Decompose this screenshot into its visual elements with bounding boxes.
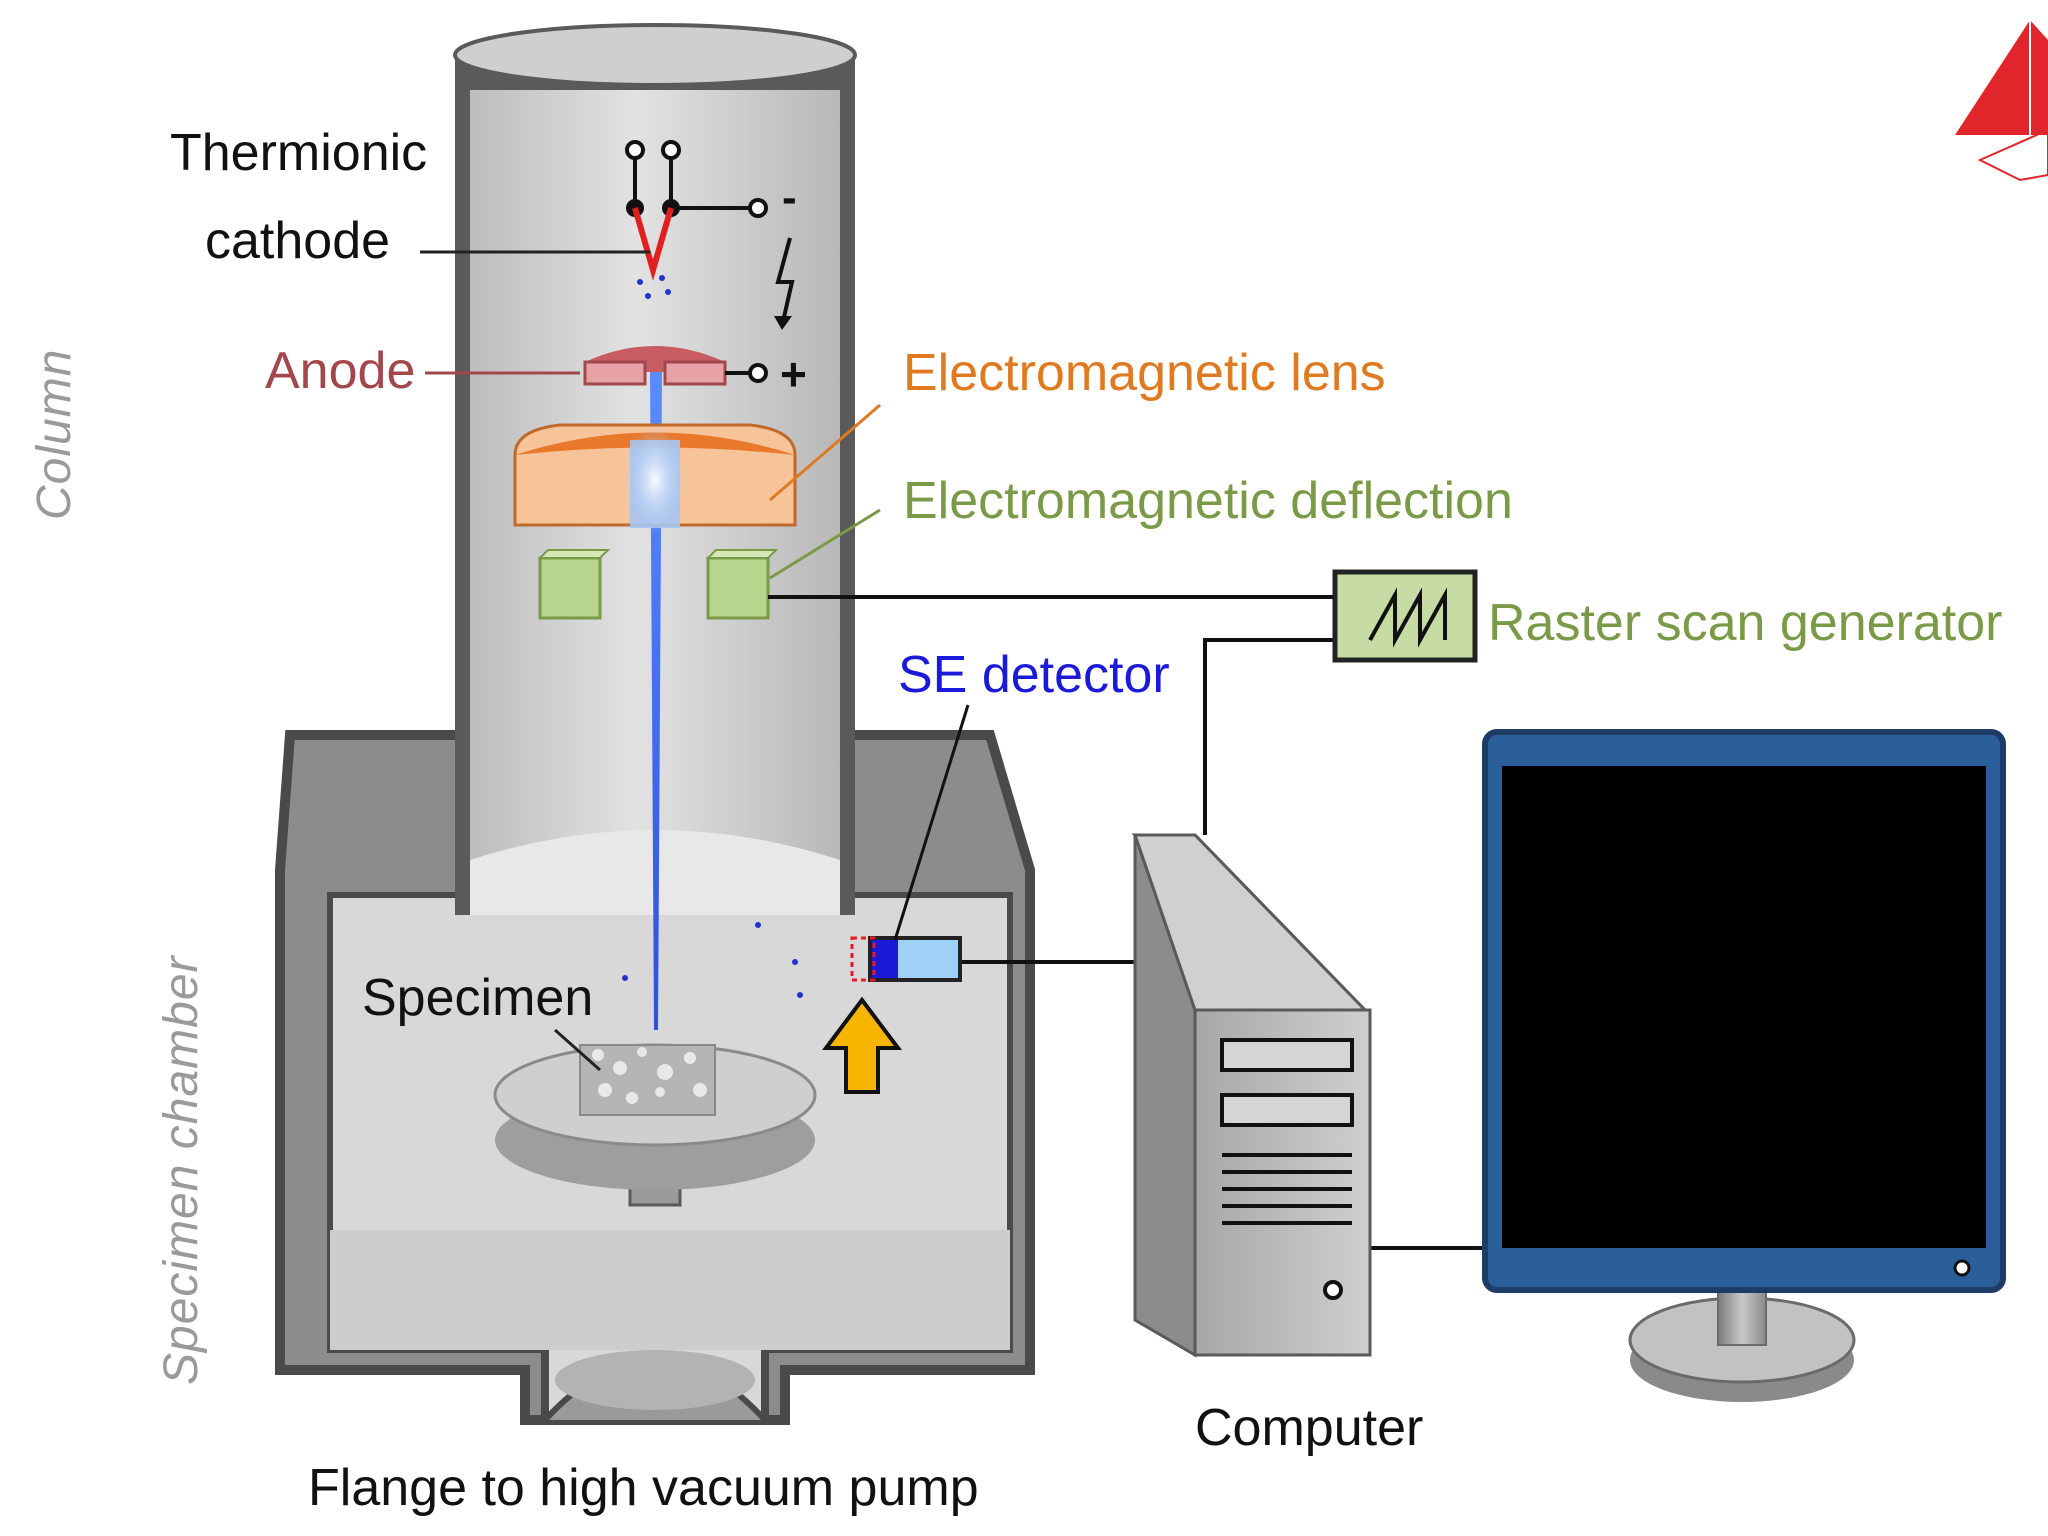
cathode-minus-sign: - bbox=[782, 173, 797, 222]
sawtooth-wave-icon bbox=[1368, 587, 1447, 648]
electromagnetic-deflection bbox=[537, 508, 881, 620]
raster-scan-generator bbox=[1332, 569, 1478, 663]
power-button-icon bbox=[1323, 1280, 1343, 1300]
computer-tower bbox=[1131, 833, 1372, 1358]
thermionic-cathode bbox=[420, 140, 795, 330]
anode-plus-sign: + bbox=[780, 348, 807, 400]
deflection-label: Electromagnetic deflection bbox=[903, 472, 1513, 530]
se-detector bbox=[622, 704, 970, 1094]
monitor-power-icon bbox=[1953, 1259, 1971, 1277]
flange-label: Flange to high vacuum pump bbox=[308, 1459, 979, 1517]
upward-arrow-icon bbox=[822, 996, 902, 1094]
column-side-label: Column bbox=[28, 349, 81, 520]
cathode-label-line1: Thermionic bbox=[170, 124, 427, 182]
drive-bay-2 bbox=[1220, 1093, 1354, 1127]
wiring bbox=[768, 595, 1485, 1250]
red-pyramid-logo bbox=[1955, 20, 2048, 182]
voltage-icon bbox=[775, 237, 795, 327]
electromagnetic-lens bbox=[513, 403, 881, 535]
se-detector-label: SE detector bbox=[898, 646, 1170, 704]
computer-label: Computer bbox=[1195, 1399, 1423, 1457]
specimen-stage bbox=[493, 1028, 817, 1207]
raster-box bbox=[1332, 569, 1478, 663]
raster-label: Raster scan generator bbox=[1488, 594, 2003, 652]
monitor-screen bbox=[1502, 766, 1986, 1248]
anode-label: Anode bbox=[265, 342, 415, 400]
deflection-coil-right bbox=[706, 556, 770, 620]
deflection-leader-line bbox=[769, 508, 881, 580]
se-leader-line bbox=[893, 704, 970, 941]
electron-beam bbox=[650, 372, 662, 1030]
anode bbox=[425, 346, 768, 386]
monitor bbox=[1482, 729, 2006, 1402]
cathode-label-line2: cathode bbox=[205, 212, 390, 270]
lens-label: Electromagnetic lens bbox=[903, 344, 1386, 402]
specimen-label: Specimen bbox=[362, 969, 593, 1027]
specimen-leader-line bbox=[554, 1028, 601, 1072]
chamber-side-label: Specimen chamber bbox=[155, 954, 208, 1385]
deflection-coil-left bbox=[538, 556, 602, 620]
lens-leader-line bbox=[769, 403, 881, 502]
drive-bay-1 bbox=[1220, 1038, 1354, 1072]
